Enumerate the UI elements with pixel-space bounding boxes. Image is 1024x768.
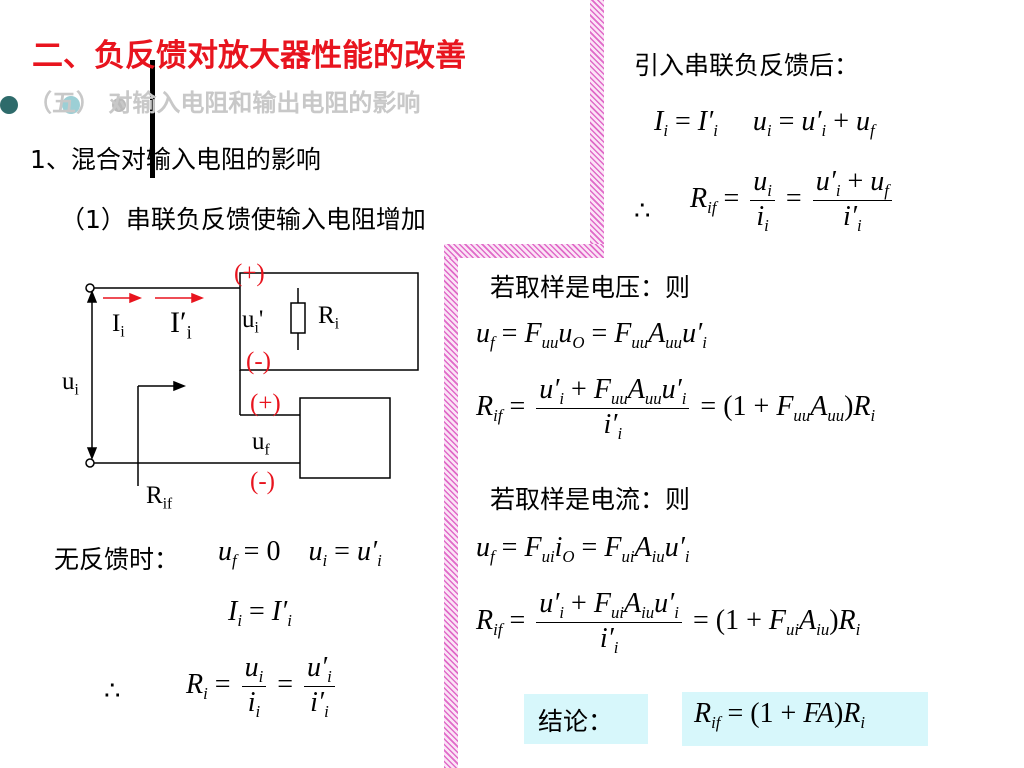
formula-series-eq: Ii = I′i ui = u′i + uf [654, 106, 875, 140]
feedback-box [299, 397, 391, 479]
rif-label: Rif [146, 482, 173, 513]
conclusion-label: 结论： [538, 707, 614, 736]
conclusion-label-box [524, 694, 648, 744]
therefore-left: ∴ [104, 676, 121, 705]
circuit-diagram [85, 272, 419, 486]
ui-arrow-head-top [86, 289, 98, 303]
formula-uf-voltage: uf = FuuuO = FuuAuuu′i [476, 318, 707, 352]
conclusion-formula-box [682, 692, 928, 746]
ii-prime-label: I′i [170, 306, 192, 344]
current-sampling-text: 若取样是电流：则 [490, 485, 691, 514]
ui-label: ui [62, 368, 79, 399]
ri-label: Ri [318, 302, 339, 333]
amplifier-box [239, 272, 419, 371]
rif-arrow-head [173, 380, 187, 392]
formula-conclusion: Rif = (1 + FA)Ri [694, 698, 866, 732]
plus-top-label: (+) [234, 260, 265, 287]
divider-horizontal [444, 244, 604, 258]
no-feedback-label: 无反馈时： [54, 545, 180, 574]
therefore-right: ∴ [634, 196, 651, 225]
ui-prime-label: ui' [242, 306, 264, 337]
intro-text: 引入串联负反馈后： [634, 51, 860, 80]
terminal-top [85, 283, 95, 293]
uf-label: uf [252, 428, 270, 459]
ii-arrow-head [129, 292, 143, 304]
page-title: 二、负反馈对放大器性能的改善 [32, 38, 466, 74]
bullet-dot-teal [0, 96, 18, 114]
bullet-dot-gray [112, 98, 126, 112]
divider-vertical [590, 0, 604, 248]
minus-top-label: (-) [246, 348, 271, 375]
subsection-heading: （1）串联负反馈使输入电阻增加 [60, 205, 426, 234]
terminal-bottom [85, 458, 95, 468]
divider-vertical-lower [444, 248, 458, 768]
ii-label: Ii [112, 310, 125, 341]
ii-prime-arrow-head [191, 292, 205, 304]
formula-uf-current: uf = FuiiO = FuiAiuu′i [476, 532, 690, 566]
formula-current-equal: Ii = I′i [228, 596, 292, 630]
plus-bottom-label: (+) [250, 390, 281, 417]
voltage-sampling-text: 若取样是电压：则 [490, 273, 691, 302]
page-subtitle: （五） 对输入电阻和输出电阻的影响 [28, 89, 421, 117]
ri-resistor [290, 302, 306, 334]
formula-no-feedback: uf = 0 ui = u′i [218, 536, 382, 570]
minus-bottom-label: (-) [250, 468, 275, 495]
bullet-dot-light [62, 96, 80, 114]
section-heading: 1、混合对输入电阻的影响 [30, 145, 321, 174]
ui-arrow-head-bottom [86, 447, 98, 461]
accent-bar [150, 60, 155, 178]
